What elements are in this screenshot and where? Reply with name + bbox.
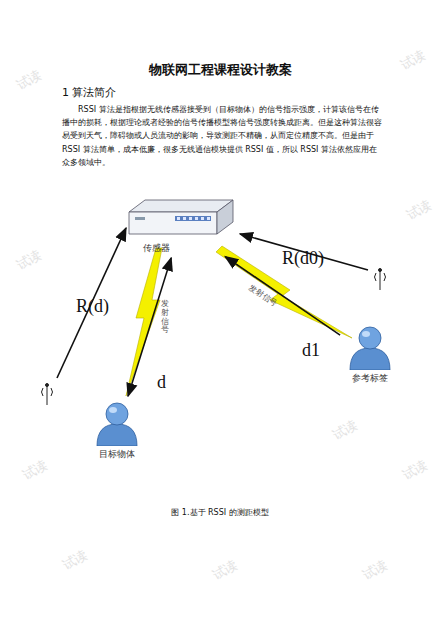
antenna-symbol: [42, 384, 53, 406]
sensor-box: [125, 198, 237, 240]
antenna-symbol: [375, 269, 386, 291]
page-title: 物联网工程课程设计教案: [0, 62, 440, 78]
watermark: 试读: [398, 47, 428, 74]
signal-label: R(d0): [282, 248, 324, 270]
person-icon: [92, 402, 142, 446]
person-icon: [345, 326, 395, 370]
watermark: 试读: [14, 247, 44, 274]
figure-caption: 图 1.基于 RSSI 的测距模型: [0, 508, 440, 518]
watermark: 试读: [20, 457, 50, 484]
watermark: 试读: [404, 197, 434, 224]
distance-label: d: [155, 372, 168, 394]
distance-arrow: [225, 257, 340, 335]
signal-arrow: [57, 228, 126, 378]
watermark: 试读: [14, 67, 44, 94]
signal-arrow: [240, 234, 368, 270]
body-paragraph: RSSI 算法是指根据无线传感器接受到（目标物体）的信号指示强度，计算该信号在传…: [62, 103, 384, 169]
target-object: 目标物体: [92, 402, 142, 461]
node-label: 参考标签: [352, 372, 388, 385]
node-label: 目标物体: [99, 448, 135, 461]
signal-note: 发射信号: [161, 300, 169, 335]
distance-label: d1: [300, 340, 322, 362]
reference-tag: 参考标签: [345, 326, 395, 385]
signal-bolt: [216, 246, 352, 338]
signal-label: R(d): [76, 296, 109, 318]
section-heading: 1 算法简介: [62, 86, 117, 99]
node-label: 传感器: [143, 242, 170, 255]
watermark: 试读: [330, 417, 360, 444]
distance-arrow: [128, 258, 171, 396]
watermark: 试读: [360, 557, 390, 584]
watermark: 试读: [400, 457, 430, 484]
watermark: 试读: [210, 557, 240, 584]
sensor-device: 传感器: [125, 198, 237, 255]
watermark: 试读: [60, 547, 90, 574]
